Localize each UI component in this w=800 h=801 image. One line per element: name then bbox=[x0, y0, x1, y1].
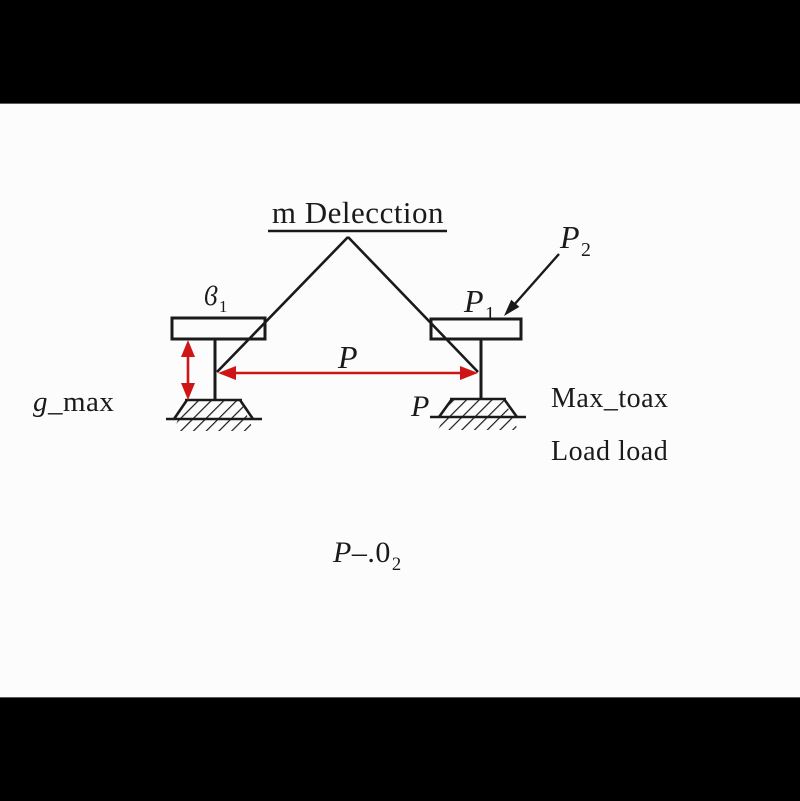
label-beta1: ϐ1 bbox=[204, 281, 228, 315]
label-beta1-base: ϐ bbox=[204, 281, 218, 311]
gauge-right-arm bbox=[347, 236, 479, 373]
load-arrow-p2 bbox=[504, 253, 560, 316]
label-p-support: P bbox=[411, 390, 430, 423]
right-beam-plate bbox=[429, 317, 523, 341]
note-max-toax: Max_toax bbox=[551, 383, 669, 414]
note-load-load: Load load bbox=[551, 436, 669, 467]
label-p1: P1 bbox=[464, 283, 495, 324]
label-p2: P2 bbox=[560, 219, 591, 260]
gauge-left-arm bbox=[216, 236, 349, 373]
formula-caption: P–.02 bbox=[333, 536, 402, 574]
figure-title: m Delecction bbox=[271, 195, 445, 230]
label-p1-subscript: 1 bbox=[485, 303, 496, 326]
left-ground-support bbox=[166, 398, 262, 431]
label-span-p: P bbox=[338, 339, 359, 375]
label-p2-subscript: 2 bbox=[581, 239, 592, 262]
letterbox-top-bar bbox=[0, 0, 800, 104]
right-ground-support bbox=[430, 397, 526, 430]
formula-mid: –.0 bbox=[351, 536, 391, 569]
left-beam-plate bbox=[170, 316, 267, 341]
label-beta1-subscript: 1 bbox=[218, 297, 228, 317]
label-p1-base: P bbox=[464, 283, 485, 319]
label-g-max-lead: g bbox=[33, 386, 48, 418]
label-g-max: g_max bbox=[33, 386, 115, 419]
letterbox-bottom-bar bbox=[0, 697, 800, 801]
formula-subscript: 2 bbox=[391, 553, 402, 575]
label-g-max-rest: _max bbox=[48, 386, 115, 418]
formula-lead: P bbox=[333, 536, 352, 569]
label-p2-base: P bbox=[560, 219, 581, 255]
span-dimension-arrow-horizontal bbox=[218, 366, 478, 380]
deflection-arrow-vertical bbox=[181, 340, 195, 400]
